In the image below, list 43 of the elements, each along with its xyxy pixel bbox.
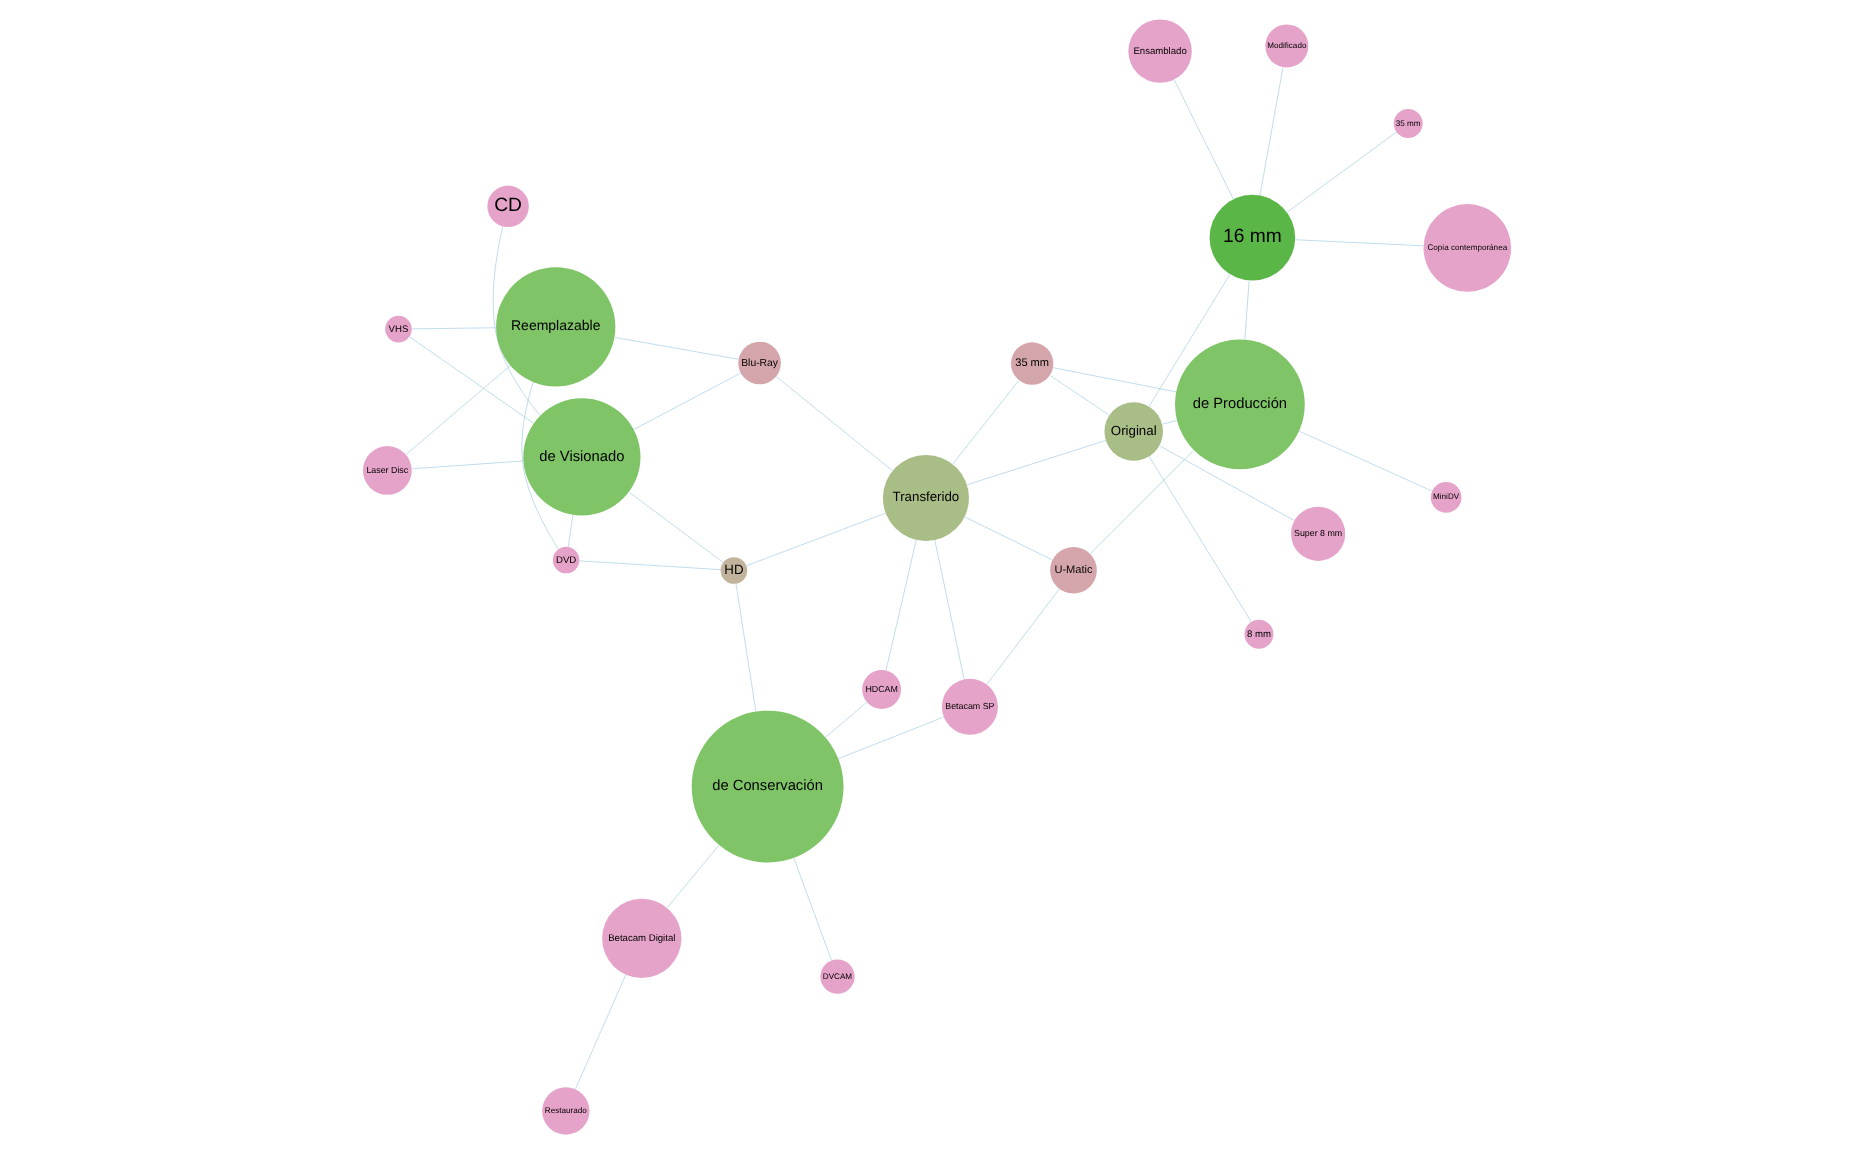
connector (1286, 131, 1397, 213)
connector (492, 226, 541, 416)
connector (735, 583, 757, 712)
connector (1090, 449, 1195, 554)
node-circle: de Visionado (523, 398, 641, 516)
connector (411, 327, 497, 330)
connector (521, 381, 559, 550)
node-circle: 16 mm (1209, 194, 1296, 281)
connector (1148, 456, 1252, 623)
connector (793, 857, 832, 961)
connector (1148, 274, 1231, 407)
connector (1162, 420, 1178, 425)
connector (628, 491, 724, 563)
connector (934, 539, 965, 680)
connector (964, 516, 1053, 561)
connector (1244, 280, 1250, 340)
connector (837, 716, 945, 760)
connector (633, 372, 741, 430)
connector (409, 336, 535, 424)
connector (1159, 445, 1295, 521)
connector (405, 365, 511, 455)
connector (825, 701, 868, 738)
node-circle: de Conservación (691, 710, 844, 863)
node-circle: de Producción (1175, 339, 1305, 470)
connector (1049, 375, 1110, 416)
connector (666, 844, 720, 909)
connector (1052, 367, 1177, 393)
connector (1259, 67, 1284, 196)
connector (614, 336, 739, 360)
connector (1298, 430, 1433, 492)
connector (885, 539, 917, 671)
node-circle: CD (487, 185, 529, 228)
connector (1295, 239, 1424, 247)
connector (579, 560, 721, 570)
connector (775, 376, 893, 472)
connector (575, 974, 627, 1090)
connector (966, 440, 1107, 486)
connector (411, 460, 524, 470)
connector (952, 379, 1020, 465)
connector (567, 514, 574, 548)
connector (746, 512, 887, 567)
connector (986, 588, 1060, 685)
connector (1173, 79, 1234, 200)
